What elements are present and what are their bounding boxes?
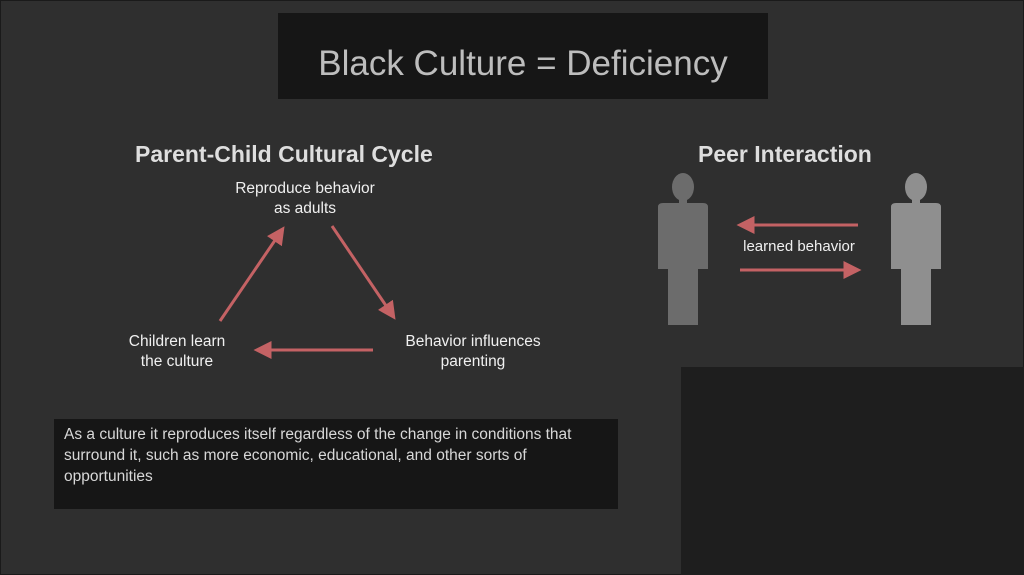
cycle-node-children: Children learn the culture <box>99 332 255 372</box>
cycle-arrow-left-to-top <box>218 226 285 322</box>
cycle-node-line: Children learn <box>128 333 226 350</box>
note-box: As a culture it reproduces itself regard… <box>54 419 618 509</box>
person-icon <box>891 173 941 325</box>
cycle-node-line: Reproduce behavior <box>235 180 375 197</box>
cycle-node-line: the culture <box>140 353 214 370</box>
cycle-node-reproduce: Reproduce behavior as adults <box>205 179 405 219</box>
cycle-node-line: as adults <box>273 200 337 217</box>
cycle-arrow-top-to-right <box>330 225 396 320</box>
note-text: As a culture it reproduces itself regard… <box>64 426 572 485</box>
cycle-node-line: parenting <box>440 353 506 370</box>
title-box: Black Culture = Deficiency <box>278 13 768 99</box>
slide-title: Black Culture = Deficiency <box>318 44 728 83</box>
peer-label: learned behavior <box>743 238 855 255</box>
cycle-node-influences: Behavior influences parenting <box>373 332 573 372</box>
person-icon <box>658 173 708 325</box>
peer-heading: Peer Interaction <box>698 141 872 167</box>
cycle-node-line: Behavior influences <box>405 333 541 350</box>
cycle-heading: Parent-Child Cultural Cycle <box>135 141 433 167</box>
dark-panel <box>681 367 1024 575</box>
